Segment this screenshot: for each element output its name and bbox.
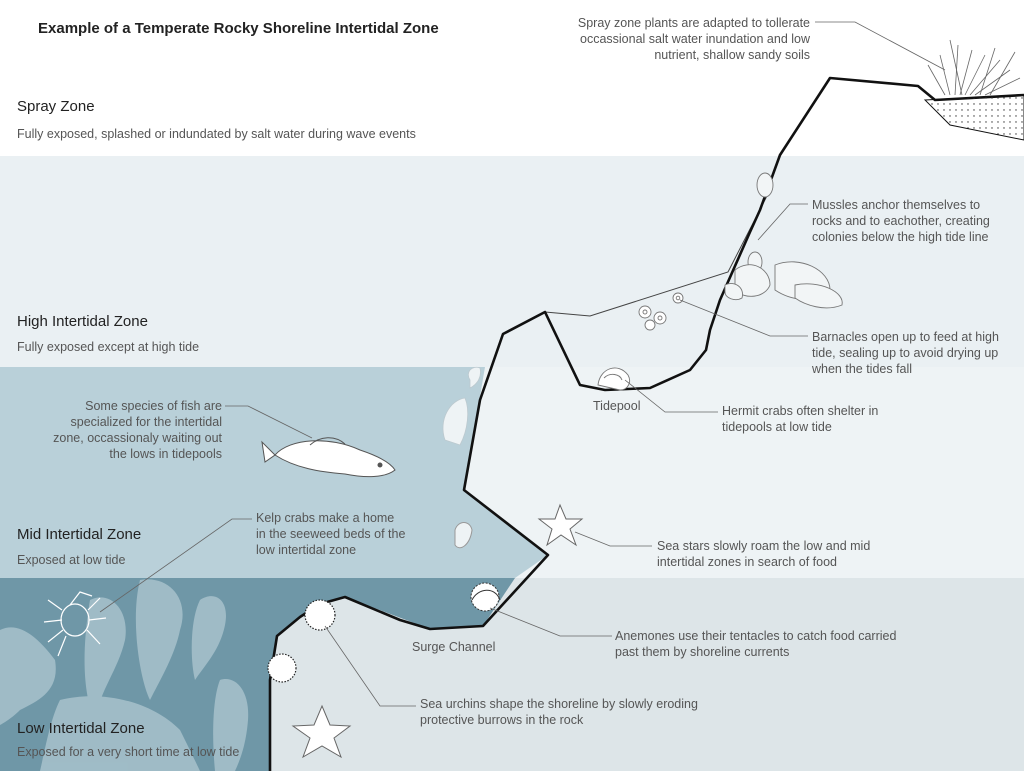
note-anemones: Anemones use their tentacles to catch fo… bbox=[615, 629, 897, 659]
sandy-soil bbox=[923, 94, 1024, 141]
anemone-icon bbox=[454, 522, 501, 612]
note-kelp-crabs: Kelp crabs make a home in the seeweed be… bbox=[256, 511, 406, 557]
barnacle-icon bbox=[638, 292, 684, 331]
leader-lines bbox=[99, 21, 946, 707]
label-tidepool: Tidepool bbox=[593, 399, 641, 413]
zone-name-low: Low Intertidal Zone bbox=[17, 720, 145, 737]
zone-desc-low: Exposed for a very short time at low tid… bbox=[17, 745, 240, 759]
high-zone-band bbox=[0, 156, 1024, 367]
fish-icon bbox=[261, 437, 396, 478]
zone-desc-high: Fully exposed except at high tide bbox=[17, 340, 200, 354]
label-surge-channel: Surge Channel bbox=[412, 640, 496, 654]
spray-zone-band bbox=[0, 0, 1024, 156]
note-sea-urchins: Sea urchins shape the shoreline by slowl… bbox=[420, 697, 698, 727]
crab-icon bbox=[43, 591, 107, 657]
note-barnacles: Barnacles open up to feed at high tide, … bbox=[812, 330, 999, 376]
zone-desc-mid: Exposed at low tide bbox=[17, 553, 126, 567]
seaweed-bed bbox=[0, 579, 249, 771]
note-sea-stars: Sea stars slowly roam the low and mid in… bbox=[657, 539, 871, 569]
hermit-crab-icon bbox=[597, 367, 631, 391]
zone-name-high: High Intertidal Zone bbox=[17, 313, 148, 330]
note-mussels: Mussles anchor themselves to rocks and t… bbox=[812, 198, 990, 244]
seaweed-fan-icon bbox=[442, 366, 481, 446]
diagram-title: Example of a Temperate Rocky Shoreline I… bbox=[38, 20, 439, 37]
rock-ledge-outline bbox=[544, 189, 771, 317]
note-hermit-crabs: Hermit crabs often shelter in tidepools … bbox=[722, 404, 879, 434]
zone-name-spray: Spray Zone bbox=[17, 98, 95, 115]
mussel-icon bbox=[724, 172, 843, 309]
note-spray-plants: Spray zone plants are adapted to tollera… bbox=[577, 16, 810, 62]
note-fish: Some species of fish are specialized for… bbox=[53, 399, 222, 461]
zone-desc-spray: Fully exposed, splashed or indundated by… bbox=[17, 127, 416, 141]
mid-zone-water bbox=[0, 367, 548, 578]
zone-name-mid: Mid Intertidal Zone bbox=[17, 526, 142, 543]
sea-star-icon bbox=[291, 503, 584, 759]
grass-icon bbox=[927, 39, 1021, 96]
sea-urchin-icon bbox=[267, 599, 336, 683]
